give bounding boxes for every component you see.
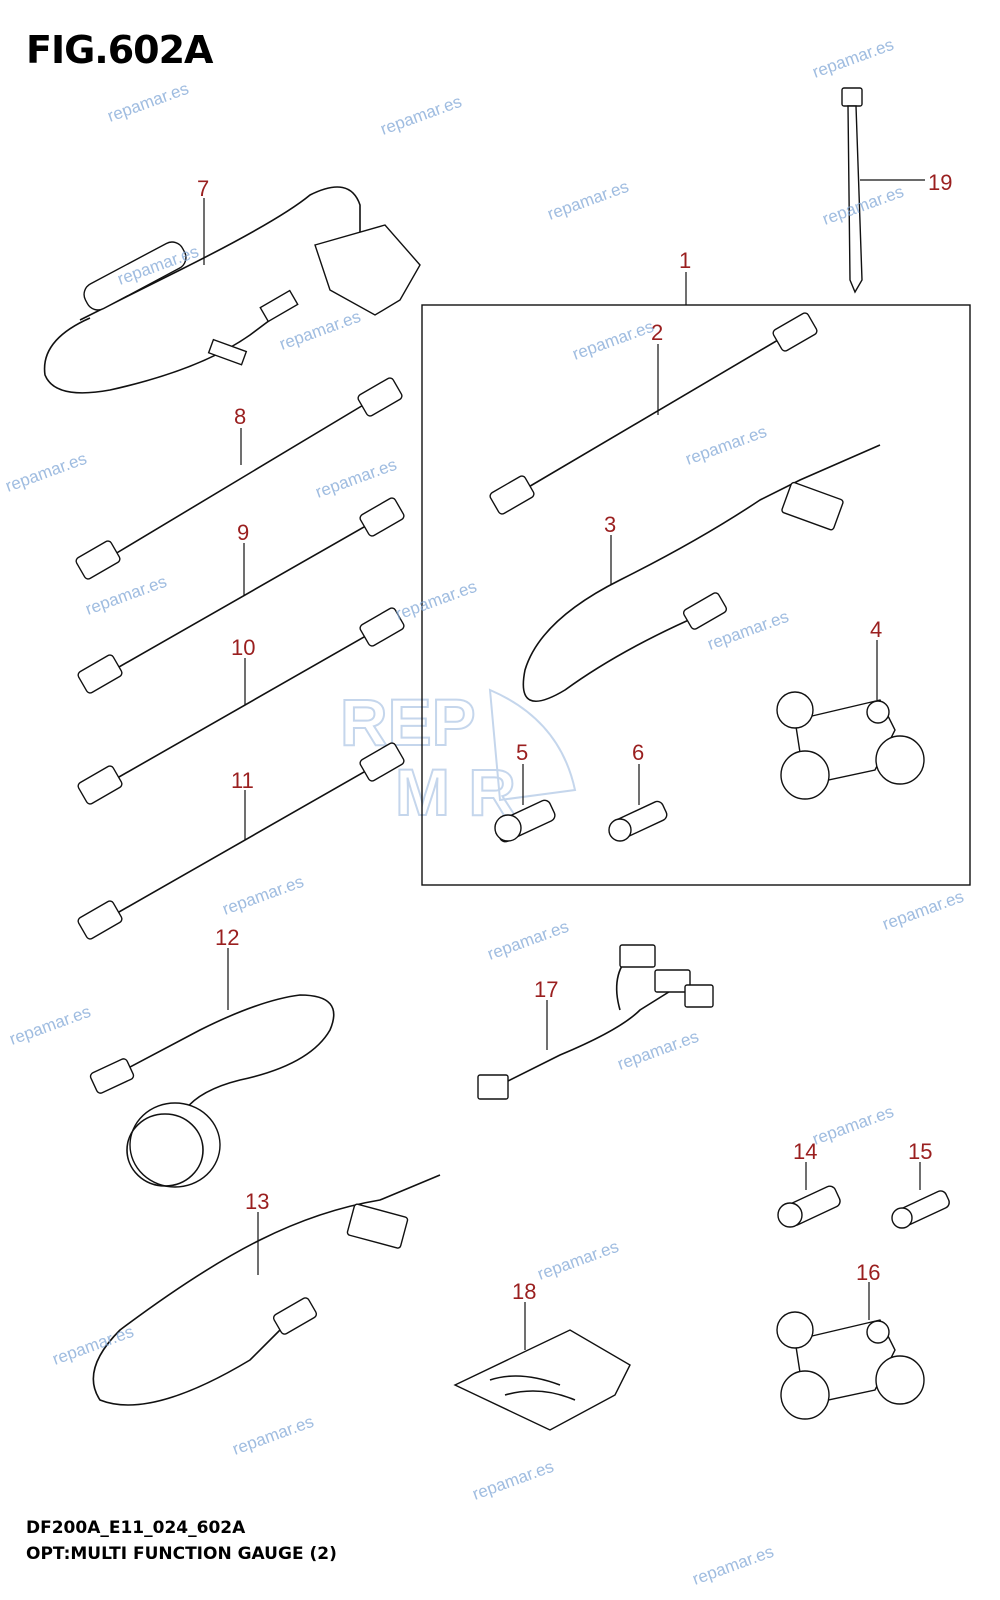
- part-17: [477, 944, 714, 1100]
- callout-19: 19: [928, 170, 952, 195]
- part-18: [453, 1329, 631, 1431]
- watermark: repamar.es: [50, 1322, 136, 1369]
- watermark: repamar.es: [7, 1002, 93, 1049]
- part-12: [89, 994, 335, 1188]
- watermark-logo: REP M R: [339, 684, 577, 830]
- model-code: DF200A_E11_024_602A: [26, 1518, 246, 1538]
- part-8: [75, 377, 403, 580]
- part-7: [43, 186, 421, 394]
- watermark: repamar.es: [810, 35, 896, 82]
- callout-14: 14: [793, 1139, 817, 1164]
- part-9: [77, 497, 405, 694]
- watermark: repamar.es: [570, 317, 656, 364]
- kit-box: [421, 304, 971, 886]
- leader-lines: [203, 179, 925, 1350]
- watermark: repamar.es: [3, 449, 89, 496]
- part-19: [841, 87, 863, 294]
- watermark: repamar.es: [313, 455, 399, 502]
- watermark: repamar.es: [230, 1412, 316, 1459]
- svg-text:M R: M R: [395, 755, 516, 829]
- part-14: [777, 1185, 841, 1228]
- part-5: [494, 799, 556, 843]
- callout-7: 7: [197, 176, 209, 201]
- callout-8: 8: [234, 404, 246, 429]
- part-15: [891, 1190, 950, 1229]
- watermark: repamar.es: [105, 79, 191, 126]
- watermark: repamar.es: [820, 182, 906, 229]
- callout-6: 6: [632, 740, 644, 765]
- watermark: repamar.es: [378, 92, 464, 139]
- callout-10: 10: [231, 635, 255, 660]
- watermark: repamar.es: [880, 887, 966, 934]
- watermark: repamar.es: [535, 1237, 621, 1284]
- figure-caption: OPT:MULTI FUNCTION GAUGE (2): [26, 1544, 337, 1564]
- figure-title: FIG.602A: [26, 28, 213, 72]
- callout-labels: 7 1 2 3 4 5 6 8 9 10 11 12 13 14 15 16 1…: [197, 170, 952, 1304]
- callout-9: 9: [237, 520, 249, 545]
- part-4: [776, 691, 925, 800]
- callout-18: 18: [512, 1279, 536, 1304]
- watermark: repamar.es: [683, 422, 769, 469]
- watermark: repamar.es: [485, 917, 571, 964]
- callout-1: 1: [679, 248, 691, 273]
- watermark: repamar.es: [470, 1457, 556, 1504]
- watermark: repamar.es: [277, 307, 363, 354]
- callout-5: 5: [516, 740, 528, 765]
- part-13: [92, 1174, 441, 1406]
- callout-17: 17: [534, 977, 558, 1002]
- callout-13: 13: [245, 1189, 269, 1214]
- part-3: [522, 444, 881, 702]
- watermark: repamar.es: [810, 1102, 896, 1149]
- callout-4: 4: [870, 617, 882, 642]
- part-6: [608, 800, 668, 842]
- callout-16: 16: [856, 1260, 880, 1285]
- svg-text:REP: REP: [340, 685, 476, 759]
- watermark: repamar.es: [393, 577, 479, 624]
- callout-15: 15: [908, 1139, 932, 1164]
- callout-2: 2: [651, 320, 663, 345]
- callout-3: 3: [604, 512, 616, 537]
- watermark: repamar.es: [220, 872, 306, 919]
- watermark: repamar.es: [83, 572, 169, 619]
- watermark: repamar.es: [545, 177, 631, 224]
- callout-11: 11: [231, 768, 254, 793]
- watermark: repamar.es: [615, 1027, 701, 1074]
- part-2: [489, 312, 818, 515]
- watermark: repamar.es: [690, 1542, 776, 1589]
- callout-12: 12: [215, 925, 239, 950]
- part-10: [77, 607, 405, 805]
- part-16: [776, 1311, 925, 1420]
